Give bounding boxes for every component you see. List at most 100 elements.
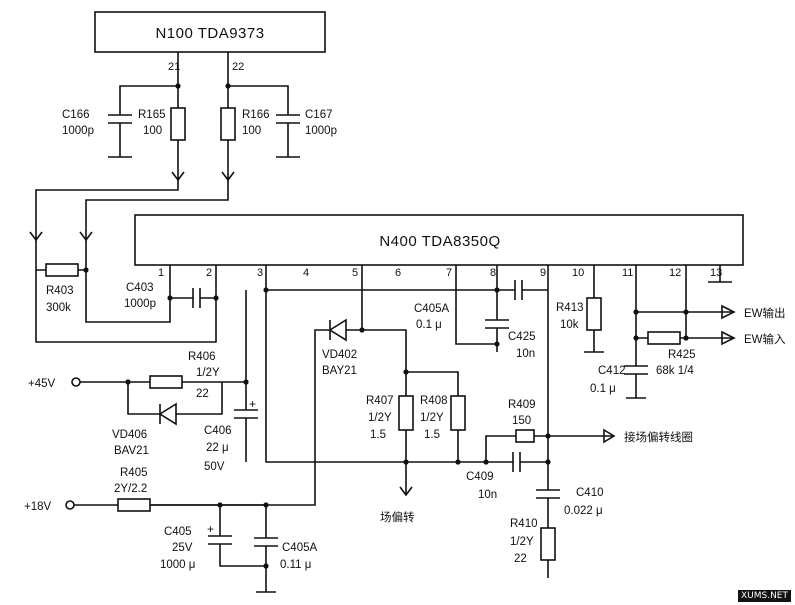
v45-terminal — [71, 377, 81, 387]
c406-value: 22 μ — [206, 442, 229, 454]
vd406-ref: VD406 — [112, 429, 147, 441]
r165-resistor — [170, 107, 186, 141]
vd402-ref: VD402 — [322, 349, 357, 361]
n400-pin-numbers: 1 2 3 4 5 6 7 8 9 10 11 12 13 — [158, 267, 722, 279]
wire-pin3 — [265, 265, 486, 463]
r405-value: 2Y/2.2 — [114, 483, 147, 495]
svg-text:1: 1 — [158, 267, 164, 279]
vd402-part: BAY21 — [322, 365, 357, 377]
v18-terminal — [65, 500, 75, 510]
r413-wiring — [584, 265, 604, 353]
r166-value: 100 — [242, 125, 261, 137]
svg-text:5: 5 — [352, 267, 358, 279]
svg-text:2: 2 — [206, 267, 212, 279]
svg-text:3: 3 — [257, 267, 263, 279]
yoke-label: 接场偏转线圈 — [624, 430, 693, 444]
r410-value: 22 — [514, 553, 527, 565]
c412-ref: C412 — [598, 365, 626, 377]
r407-rating: 1/2Y — [368, 412, 392, 424]
vd406-diode — [158, 402, 177, 426]
svg-text:11: 11 — [622, 267, 633, 279]
n100-pin-21: 21 — [168, 61, 180, 73]
c405-value: 1000 μ — [160, 559, 195, 571]
c425-ref: C425 — [508, 331, 536, 343]
c406-plus: + — [249, 397, 256, 411]
ew-in-label: EW输入 — [744, 332, 786, 346]
v18-label: +18V — [24, 501, 52, 513]
c166-ref: C166 — [62, 109, 90, 121]
r425-resistor — [647, 331, 681, 345]
svg-text:13: 13 — [710, 267, 722, 279]
r409-value: 150 — [512, 415, 531, 427]
c403-ref: C403 — [126, 282, 154, 294]
r407-ref: R407 — [366, 395, 394, 407]
r409-ref: R409 — [508, 399, 536, 411]
svg-text:9: 9 — [540, 267, 546, 279]
r407-value: 1.5 — [370, 429, 386, 441]
r413-ref: R413 — [556, 302, 584, 314]
svg-text:7: 7 — [446, 267, 452, 279]
svg-text:12: 12 — [669, 267, 681, 279]
r410-resistor — [540, 527, 556, 561]
r408-value: 1.5 — [424, 429, 440, 441]
watermark: XUMS.NET — [737, 590, 791, 602]
c167-value: 1000p — [305, 125, 337, 137]
c405-plus: + — [207, 522, 214, 536]
c405a-bottom-capacitor — [254, 505, 278, 593]
r165-value: 100 — [143, 125, 162, 137]
n100-pin-22: 22 — [232, 61, 244, 73]
c405-voltage: 25V — [172, 542, 193, 554]
c166-wiring — [108, 85, 178, 158]
wire-r166-to-r403 — [79, 180, 229, 243]
r405-ref: R405 — [120, 467, 148, 479]
r403-value: 300k — [46, 302, 71, 314]
v45-label: +45V — [28, 378, 56, 390]
c405a-top-ref: C405A — [414, 303, 449, 315]
c409-value: 10n — [478, 489, 497, 501]
c406-ref: C406 — [204, 425, 232, 437]
vd406-part: BAV21 — [114, 445, 149, 457]
r413-value: 10k — [560, 319, 579, 331]
r425-ref: R425 — [668, 349, 696, 361]
c166-plates — [108, 114, 132, 124]
c412-capacitor — [624, 265, 648, 399]
r403-resistor — [45, 263, 79, 277]
svg-text:6: 6 — [395, 267, 401, 279]
c410-ref: C410 — [576, 487, 604, 499]
r408-ref: R408 — [420, 395, 448, 407]
c409-capacitor — [486, 452, 548, 472]
n100-chip — [94, 11, 326, 53]
wire-pin2-loop — [35, 270, 217, 343]
c425-value: 10n — [516, 348, 535, 360]
r406-rating: 1/2Y — [196, 367, 220, 379]
r425-value: 68k 1/4 — [656, 365, 694, 377]
ew-out-label: EW输出 — [744, 306, 786, 320]
c167-ref: C167 — [305, 109, 333, 121]
wire-pin9-c410-r410 — [536, 265, 560, 578]
r166-ref: R166 — [242, 109, 270, 121]
wire-r165-to-r403 — [29, 180, 179, 243]
r406-resistor — [149, 375, 183, 389]
r407-resistor — [398, 395, 414, 431]
n400-chip — [134, 214, 744, 266]
vd406-wiring — [127, 382, 223, 415]
vd402-diode — [328, 318, 347, 342]
c405-ref: C405 — [164, 526, 192, 538]
svg-text:8: 8 — [490, 267, 496, 279]
r405-resistor — [117, 498, 151, 512]
r406-value: 22 — [196, 388, 209, 400]
n400-label: N400 TDA8350Q — [379, 233, 500, 250]
pin13-ground — [708, 265, 732, 283]
r408-resistor — [450, 395, 466, 431]
r410-rating: 1/2Y — [510, 536, 534, 548]
wire-r408 — [406, 371, 459, 462]
c405-capacitor — [208, 505, 266, 567]
c-pin8-pin9-plates — [514, 280, 523, 300]
svg-text:4: 4 — [303, 267, 309, 279]
c405a-bottom-value: 0.11 μ — [280, 559, 311, 571]
c409-ref: C409 — [466, 471, 494, 483]
c166-value: 1000p — [62, 125, 94, 137]
c405a-bottom-ref: C405A — [282, 542, 317, 554]
wire-45v — [80, 290, 247, 383]
n100-label: N100 TDA9373 — [155, 25, 264, 42]
